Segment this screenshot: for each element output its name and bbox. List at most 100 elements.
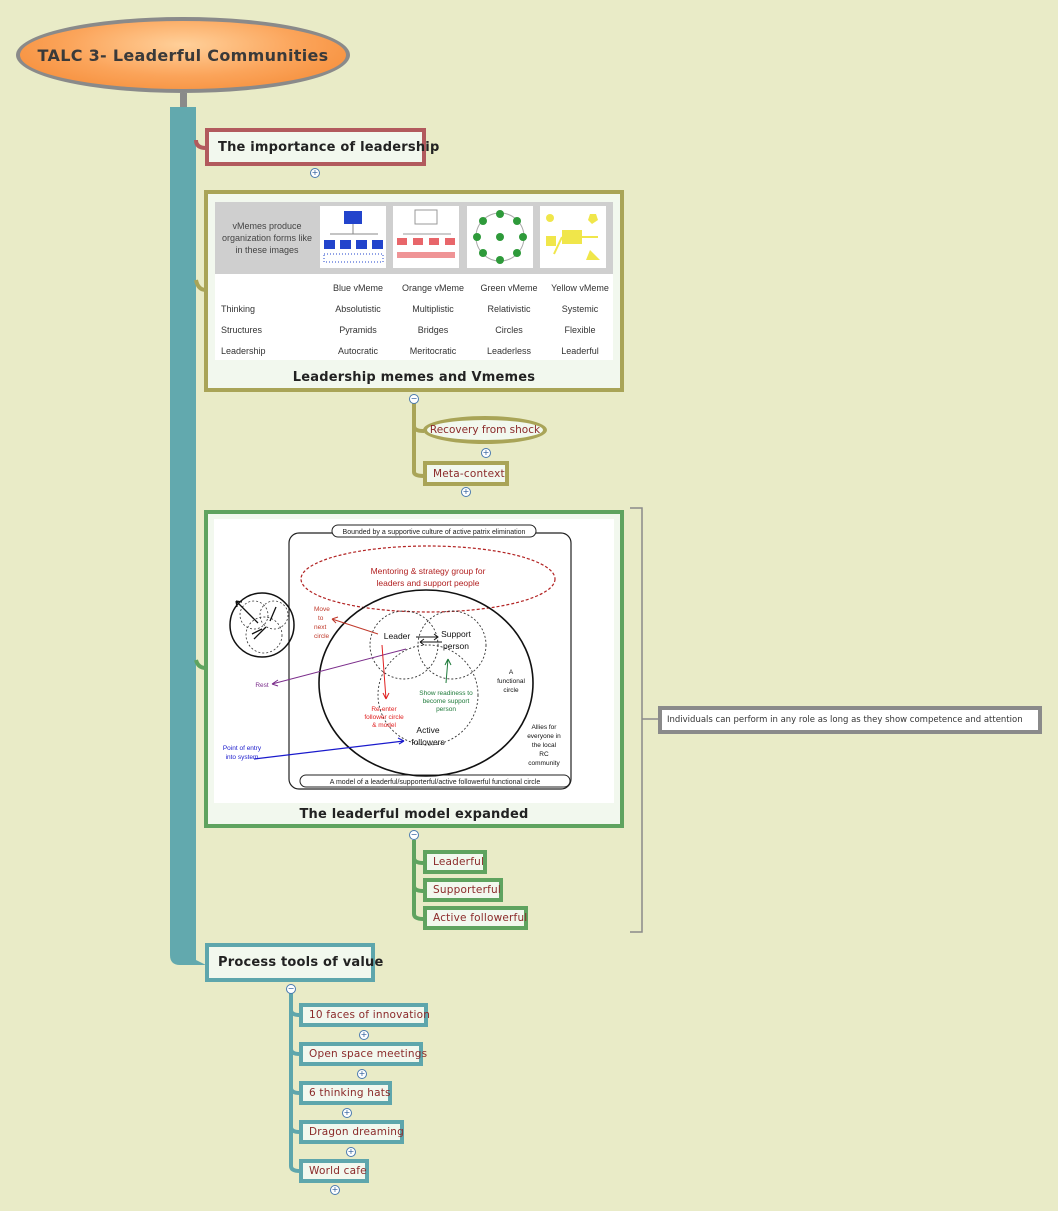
support-label-1: Support [441, 629, 471, 639]
table-row: Structures Pyramids Bridges Circles Flex… [215, 319, 613, 340]
allies-label-2: everyone in [527, 733, 561, 740]
table-cell: Autocratic [337, 345, 379, 356]
topic-label: Dragon dreaming [309, 1126, 405, 1138]
column-header: Green vMeme [480, 283, 538, 293]
active-label-2: followers [411, 737, 445, 747]
vmemes-table: Blue vMeme Orange vMeme Green vMeme Yell… [215, 278, 613, 361]
expand-icon[interactable]: + [461, 487, 471, 497]
vmemes-intro: vMemes produce organization forms like i… [221, 221, 313, 255]
readiness-label-1: Show readiness to [419, 690, 473, 697]
expand-icon[interactable]: + [357, 1069, 367, 1079]
topic-label: 6 thinking hats [309, 1087, 391, 1099]
table-cell: Leaderful [561, 345, 599, 356]
table-row: Leadership Autocratic Meritocratic Leade… [215, 340, 613, 361]
topic-label: World cafe [309, 1165, 367, 1177]
topic-process-tools[interactable]: Process tools of value [205, 943, 383, 982]
mentoring-line-1: Mentoring & strategy group for [371, 566, 486, 576]
allies-label-5: community [528, 760, 560, 767]
topic-label: 10 faces of innovation [309, 1009, 431, 1021]
allies-label-1: Allies for [532, 724, 558, 731]
topic-label: The leaderful model expanded [299, 807, 529, 822]
entry-label-1: Point of entry [223, 745, 262, 752]
row-label: Leadership [221, 345, 266, 356]
boundary-callout[interactable]: Individuals can perform in any role as l… [658, 706, 1042, 734]
table-row: Thinking Absolutistic Multiplistic Relat… [215, 298, 613, 319]
topic-meta-context[interactable]: Meta-context [423, 461, 509, 486]
expand-icon[interactable]: + [359, 1030, 369, 1040]
column-header: Orange vMeme [401, 283, 465, 293]
tool-10-faces-of-innovation[interactable]: 10 faces of innovation [299, 1003, 431, 1027]
readiness-label-2: become support [423, 698, 470, 705]
topic-label: Leaderful [433, 856, 485, 868]
support-label-2: person [443, 641, 469, 651]
topic-supporterful[interactable]: Supporterful [423, 878, 503, 902]
banner-top: Bounded by a supportive culture of activ… [343, 529, 526, 536]
expand-icon[interactable]: + [481, 448, 491, 458]
row-label: Thinking [221, 303, 256, 314]
root-title: TALC 3- Leaderful Communities [37, 45, 329, 65]
topic-active-followerful[interactable]: Active followerful [423, 906, 528, 930]
table-cell: Systemic [561, 303, 599, 314]
entry-label-2: into system [226, 754, 259, 761]
topic-leaderful-model[interactable]: Bounded by a supportive culture of activ… [204, 510, 624, 828]
table-cell: Circles [495, 324, 523, 335]
expand-icon[interactable]: + [342, 1108, 352, 1118]
functional-label-2: functional [497, 678, 525, 685]
expand-icon[interactable]: + [310, 168, 320, 178]
reenter-label-3: & model [372, 722, 396, 729]
move-label-1: Move [314, 606, 330, 613]
blue-vmeme-icon [320, 206, 386, 268]
topic-recovery-from-shock[interactable]: Recovery from shock [423, 416, 547, 444]
topic-label: Open space meetings [309, 1048, 428, 1060]
vmemes-image: vMemes produce organization forms like i… [215, 202, 613, 360]
table-cell: Bridges [417, 324, 449, 335]
topic-leaderful[interactable]: Leaderful [423, 850, 487, 874]
table-cell: Meritocratic [409, 345, 457, 356]
root-topic[interactable]: TALC 3- Leaderful Communities [16, 17, 350, 93]
rest-label: Rest [255, 682, 269, 689]
topic-label: Meta-context [433, 467, 505, 480]
tool-world-cafe[interactable]: World cafe [299, 1159, 369, 1183]
reenter-label-2: follower circle [364, 714, 404, 721]
collapse-icon[interactable]: − [286, 984, 296, 994]
green-vmeme-icon [467, 206, 533, 268]
column-header: Blue vMeme [332, 283, 384, 293]
topic-label: The importance of leadership [218, 139, 440, 155]
topic-label: Leadership memes and Vmemes [292, 370, 536, 385]
table-cell: Absolutistic [335, 303, 381, 314]
table-cell: Multiplistic [412, 303, 454, 314]
allies-label-4: RC [539, 751, 549, 758]
topic-label: Active followerful [433, 912, 528, 924]
move-label-2: to [318, 615, 324, 622]
tool-dragon-dreaming[interactable]: Dragon dreaming [299, 1120, 404, 1144]
tool-6-thinking-hats[interactable]: 6 thinking hats [299, 1081, 392, 1105]
collapse-icon[interactable]: − [409, 394, 419, 404]
topic-label: Recovery from shock [429, 424, 541, 436]
topic-leadership-memes[interactable]: vMemes produce organization forms like i… [204, 190, 624, 392]
readiness-label-3: person [436, 706, 456, 713]
leaderful-model-image: Bounded by a supportive culture of activ… [214, 519, 614, 803]
leader-label: Leader [384, 631, 411, 641]
expand-icon[interactable]: + [346, 1147, 356, 1157]
yellow-vmeme-icon [540, 206, 606, 268]
move-label-4: circle [314, 633, 330, 640]
mentoring-line-2: leaders and support people [376, 578, 479, 588]
expand-icon[interactable]: + [330, 1185, 340, 1195]
row-label: Structures [221, 324, 263, 335]
active-label-1: Active [416, 725, 439, 735]
table-cell: Pyramids [339, 324, 377, 335]
move-label-3: next [314, 624, 326, 631]
functional-label-1: A [509, 669, 514, 676]
tool-open-space-meetings[interactable]: Open space meetings [299, 1042, 427, 1066]
table-cell: Flexible [564, 324, 596, 335]
table-cell: Leaderless [486, 345, 532, 356]
table-cell: Relativistic [487, 303, 531, 314]
topic-importance-of-leadership[interactable]: The importance of leadership [205, 128, 439, 166]
banner-bottom: A model of a leaderful/supporterful/acti… [330, 779, 541, 786]
callout-text: Individuals can perform in any role as l… [667, 715, 1023, 725]
functional-label-3: circle [503, 687, 519, 694]
collapse-icon[interactable]: − [409, 830, 419, 840]
orange-vmeme-icon [393, 206, 459, 268]
allies-label-3: the local [532, 742, 557, 749]
